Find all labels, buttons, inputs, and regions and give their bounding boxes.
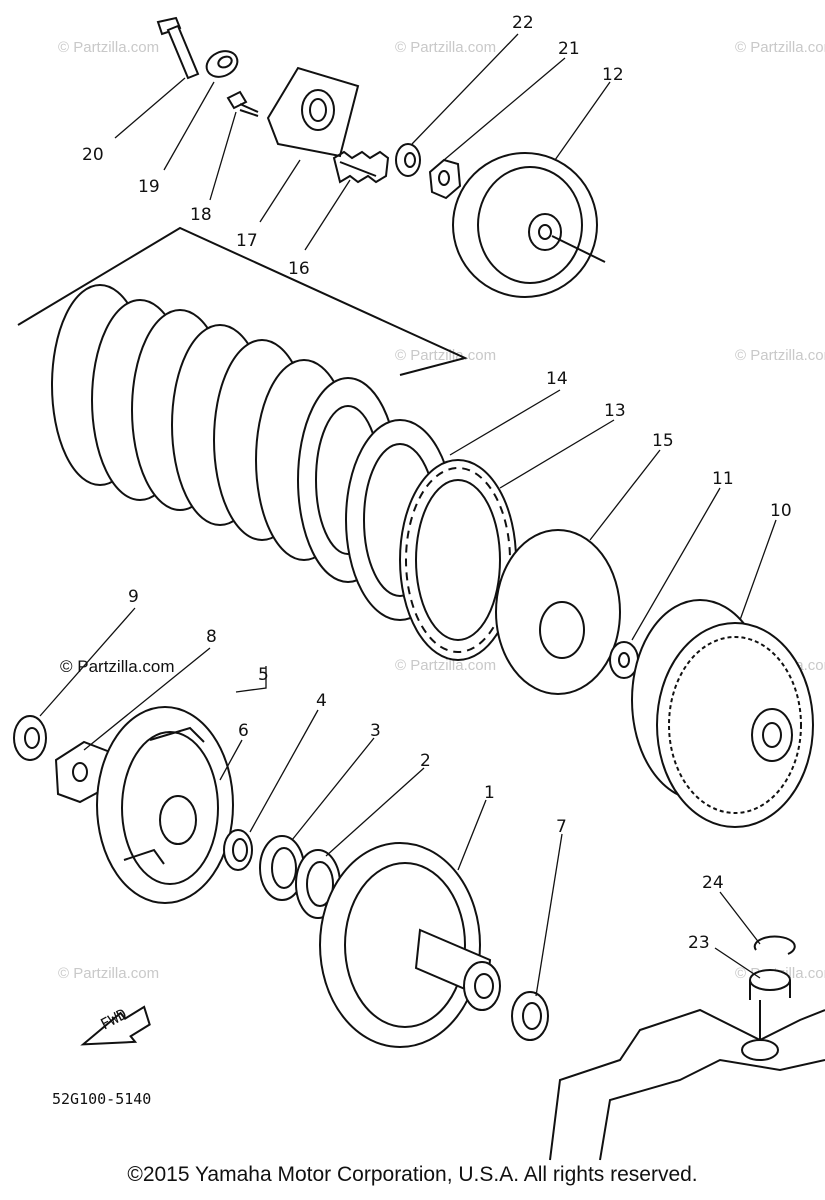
callout-12: 12 [602,65,624,85]
callout-5: 5 [258,665,269,685]
diagram-code: 52G100-5140 [52,1090,151,1108]
watermark: © Partzilla.com [395,39,496,56]
callout-3: 3 [370,721,381,741]
watermark: © Partzilla.com [58,39,159,56]
callout-18: 18 [190,205,212,225]
callout-10: 10 [770,501,792,521]
part-10-clutch-housing [631,599,814,828]
part-23-plug [749,969,791,1000]
part-4-washer [223,829,253,871]
part-18-bolt [226,90,259,117]
part-7-washer [511,991,549,1041]
watermark: © Partzilla.com [58,965,159,982]
part-16-spring [332,150,390,184]
leader-lines [39,33,777,997]
callout-9: 9 [128,587,139,607]
part-19-bearing [205,50,239,78]
callout-23: 23 [688,933,710,953]
callout-13: 13 [604,401,626,421]
callout-1: 1 [484,783,495,803]
plate-stack-bracket [17,226,468,376]
callout-14: 14 [546,369,568,389]
watermark: © Partzilla.com [395,657,496,674]
callout-labels: 20 19 18 17 16 22 21 12 14 13 15 11 10 9… [82,13,792,953]
part-1-clutch-carrier [319,842,501,1048]
callout-8: 8 [206,627,217,647]
watermark: © Partzilla.com [395,347,496,364]
part-9-washer [13,715,47,761]
fwd-arrow-icon: FWD [80,1005,151,1046]
callout-22: 22 [512,13,534,33]
callout-11: 11 [712,469,734,489]
callout-2: 2 [420,751,431,771]
part-5-centrifugal-assembly [96,706,234,904]
watermark: © Partzilla.com [735,347,825,364]
part-22-nut [395,143,421,177]
callout-4: 4 [316,691,327,711]
copyright-notice: ©2015 Yamaha Motor Corporation, U.S.A. A… [127,1163,698,1186]
watermark: © Partzilla.com [735,39,825,56]
callout-16: 16 [288,259,310,279]
crankcase-outline [549,1000,825,1161]
part-24-circlip [753,935,796,955]
clutch-plate-stack [51,284,399,583]
callout-19: 19 [138,177,160,197]
part-20-bolt [156,16,200,80]
part-15-pressure-disc [495,529,621,695]
callout-20: 20 [82,145,104,165]
callout-6: 6 [238,721,249,741]
callout-24: 24 [702,873,724,893]
callout-7: 7 [556,817,567,837]
callout-21: 21 [558,39,580,59]
watermark-dark: © Partzilla.com [60,657,175,676]
callout-15: 15 [652,431,674,451]
part-21-lock-washer [428,158,462,200]
callout-17: 17 [236,231,258,251]
part-17-pressure-plate [266,66,360,158]
part-12-clutch-boss [452,152,606,298]
